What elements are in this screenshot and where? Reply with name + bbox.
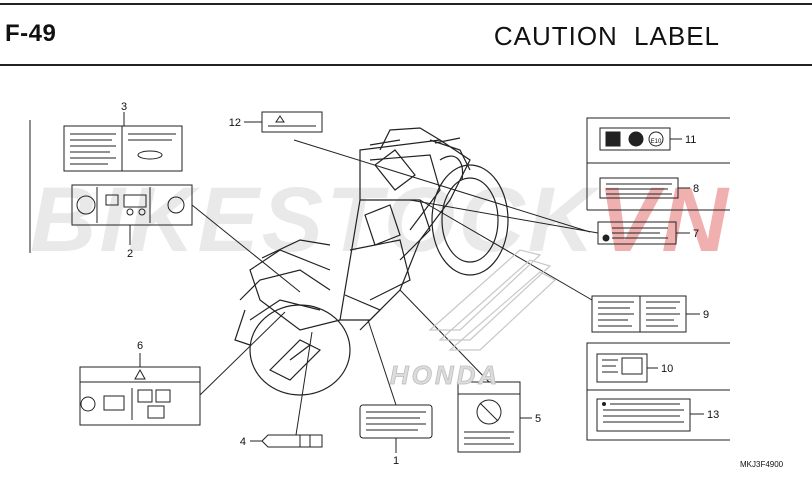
label-diagram: HONDA E10 3 2 12 11 8 7 9 10 13 6 4 1 5: [29, 101, 730, 467]
callout-8: 8: [693, 183, 699, 195]
leader-7-b: [409, 199, 599, 234]
page-code: F-49: [5, 20, 57, 47]
page-header: F-49 CAUTION LABEL: [0, 0, 812, 66]
motorcycle-frame-illustration: [234, 127, 509, 396]
leader-1-b: [367, 319, 397, 406]
reference-code: MKJ3F4900: [740, 460, 784, 469]
label-2: [71, 184, 193, 226]
header-top-rule: [0, 3, 812, 5]
callout-11: 11: [685, 134, 696, 146]
label-3: [63, 125, 183, 172]
leader-12-b: [293, 139, 591, 233]
label-1: [359, 404, 433, 439]
label-12: [261, 111, 323, 133]
manufacturer-logo: HONDA: [390, 360, 500, 390]
page-title: CAUTION LABEL: [493, 21, 720, 51]
label-13: [596, 398, 691, 432]
label-7: [597, 221, 677, 245]
leader-2-b: [191, 204, 301, 293]
callout-2: 2: [127, 248, 133, 260]
callout-3: 3: [121, 101, 127, 113]
label-4: [261, 434, 323, 448]
callout-5: 5: [535, 413, 541, 425]
right-panel-frame: [586, 117, 730, 441]
callout-7: 7: [693, 228, 699, 240]
callout-12: 12: [229, 117, 241, 129]
callout-13: 13: [707, 409, 719, 421]
label-9: [591, 295, 687, 333]
callout-4: 4: [240, 436, 246, 448]
leader-9-b: [419, 199, 593, 301]
leader-6-b: [199, 311, 286, 396]
callout-9: 9: [703, 309, 709, 321]
label-8: [599, 177, 679, 199]
fuel-tag: E10: [651, 139, 662, 145]
callout-10: 10: [661, 363, 673, 375]
leader-4-b: [295, 331, 313, 436]
wing-logo-illustration: [428, 249, 557, 351]
label-6: [79, 366, 201, 426]
header-bottom-rule: [0, 64, 812, 66]
watermark-text-b: VN: [597, 169, 731, 271]
label-5: [457, 381, 521, 453]
callout-1: 1: [393, 455, 399, 467]
callout-6: 6: [137, 340, 143, 352]
label-10: [596, 353, 648, 383]
